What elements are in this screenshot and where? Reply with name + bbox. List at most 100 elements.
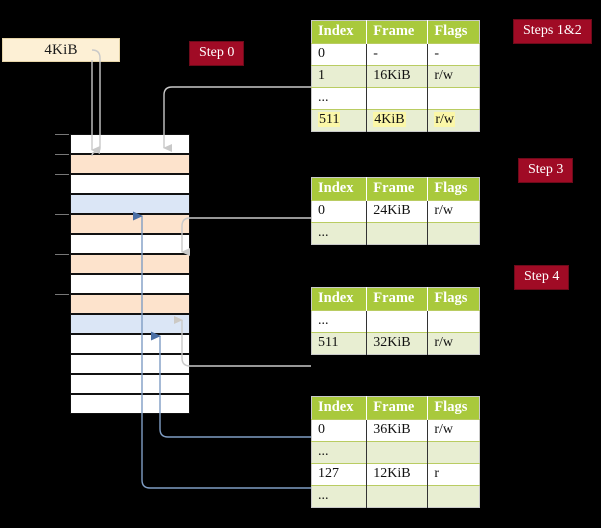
memory-tick-mark <box>55 154 69 155</box>
table-cell-flags: r/w <box>427 332 480 355</box>
memory-frame-row <box>70 294 190 314</box>
cell-flags: r/w <box>434 422 453 437</box>
badge-step-4: Step 4 <box>514 265 570 290</box>
memory-frame-row <box>70 394 190 414</box>
badge-steps-1-2-label: Steps 1&2 <box>523 23 582 38</box>
table-row: ... <box>311 441 480 464</box>
table-cell-frame: 4KiB <box>366 109 429 132</box>
memory-frame-row <box>70 374 190 394</box>
table-cell-frame <box>366 310 429 333</box>
table-cell-index: 511 <box>311 109 368 132</box>
table-cell-frame: 16KiB <box>366 65 429 88</box>
table-row: 0 - - <box>311 43 480 66</box>
table-cell-index: ... <box>311 222 368 245</box>
cell-index: 0 <box>318 422 325 437</box>
table-row: ... <box>311 87 480 110</box>
table-cell-frame: 24KiB <box>366 200 429 223</box>
table-cell-index: ... <box>311 310 368 333</box>
table-header-frame: Frame <box>366 20 429 44</box>
table-row: 511 32KiB r/w <box>311 332 480 355</box>
memory-frame-row <box>70 214 190 234</box>
table-cell-frame: 36KiB <box>366 419 429 442</box>
cell-frame: 24KiB <box>373 203 411 218</box>
table-cell-frame <box>366 222 429 245</box>
table-header-flags: Flags <box>427 396 480 420</box>
table-header-flags: Flags <box>427 20 480 44</box>
badge-step-3-label: Step 3 <box>528 162 564 177</box>
cell-flags: r/w <box>434 335 453 350</box>
table-cell-index: ... <box>311 87 368 110</box>
table-cell-flags: r/w <box>427 200 480 223</box>
cell-index: ... <box>318 488 329 503</box>
badge-step-4-label: Step 4 <box>524 269 560 284</box>
memory-tick-mark <box>55 254 69 255</box>
source-frame-label: 4KiB <box>44 42 78 58</box>
memory-frame-row <box>70 174 190 194</box>
table-cell-flags: r/w <box>427 419 480 442</box>
table-cell-flags: r/w <box>427 65 480 88</box>
cell-index: ... <box>318 313 329 328</box>
source-frame-box: 4KiB <box>2 38 120 62</box>
table-header-flags: Flags <box>427 287 480 311</box>
table-cell-frame <box>366 441 429 464</box>
cell-index: ... <box>318 90 329 105</box>
table-row: ... <box>311 222 480 245</box>
table-header-index: Index <box>311 177 368 201</box>
cell-frame: 12KiB <box>373 466 411 481</box>
table-cell-index: 0 <box>311 419 368 442</box>
table-row: ... <box>311 485 480 508</box>
memory-frame-row <box>70 254 190 274</box>
table-cell-flags: - <box>427 43 480 66</box>
cell-index: 127 <box>318 466 339 481</box>
cell-index: 0 <box>318 46 325 61</box>
badge-steps-1-2: Steps 1&2 <box>513 19 592 44</box>
table-header-index: Index <box>311 20 368 44</box>
table-cell-index: 0 <box>311 200 368 223</box>
table-row: 1 16KiB r/w <box>311 65 480 88</box>
cell-flags: r/w <box>434 203 453 218</box>
memory-frame-row <box>70 154 190 174</box>
table-cell-index: 1 <box>311 65 368 88</box>
memory-tick-mark <box>55 174 69 175</box>
table-header-frame: Frame <box>366 396 429 420</box>
memory-lane-guide <box>128 134 129 414</box>
table-cell-flags <box>427 485 480 508</box>
table-cell-frame: 32KiB <box>366 332 429 355</box>
table-cell-flags <box>427 87 480 110</box>
cell-flags: r/w <box>434 68 453 83</box>
table-cell-index: ... <box>311 485 368 508</box>
table-cell-index: 0 <box>311 43 368 66</box>
badge-step-0-label: Step 0 <box>199 45 235 60</box>
cell-flags: - <box>434 46 439 61</box>
memory-frame-row <box>70 274 190 294</box>
memory-frame-row <box>70 234 190 254</box>
table-row: 0 24KiB r/w <box>311 200 480 223</box>
memory-frame-row <box>70 134 190 154</box>
memory-frame-row <box>70 334 190 354</box>
table-header-index: Index <box>311 287 368 311</box>
table-row: 127 12KiB r <box>311 463 480 486</box>
cell-frame: 4KiB <box>373 112 406 127</box>
table-cell-frame <box>366 87 429 110</box>
table-cell-index: 511 <box>311 332 368 355</box>
table-header-index: Index <box>311 396 368 420</box>
memory-lane-guide <box>158 134 159 414</box>
cell-frame: - <box>373 46 378 61</box>
table-cell-frame <box>366 485 429 508</box>
cell-frame: 32KiB <box>373 335 411 350</box>
cell-index: 511 <box>318 335 339 350</box>
badge-step-0: Step 0 <box>189 41 245 66</box>
memory-tick-mark <box>55 214 69 215</box>
table-cell-index: 127 <box>311 463 368 486</box>
cell-frame: 16KiB <box>373 68 411 83</box>
table-header-flags: Flags <box>427 177 480 201</box>
table-cell-flags <box>427 222 480 245</box>
table-cell-frame: 12KiB <box>366 463 429 486</box>
memory-tick-mark <box>55 134 69 135</box>
cell-frame: 36KiB <box>373 422 411 437</box>
badge-step-3: Step 3 <box>518 158 574 183</box>
table-cell-flags: r <box>427 463 480 486</box>
table-cell-flags <box>427 310 480 333</box>
